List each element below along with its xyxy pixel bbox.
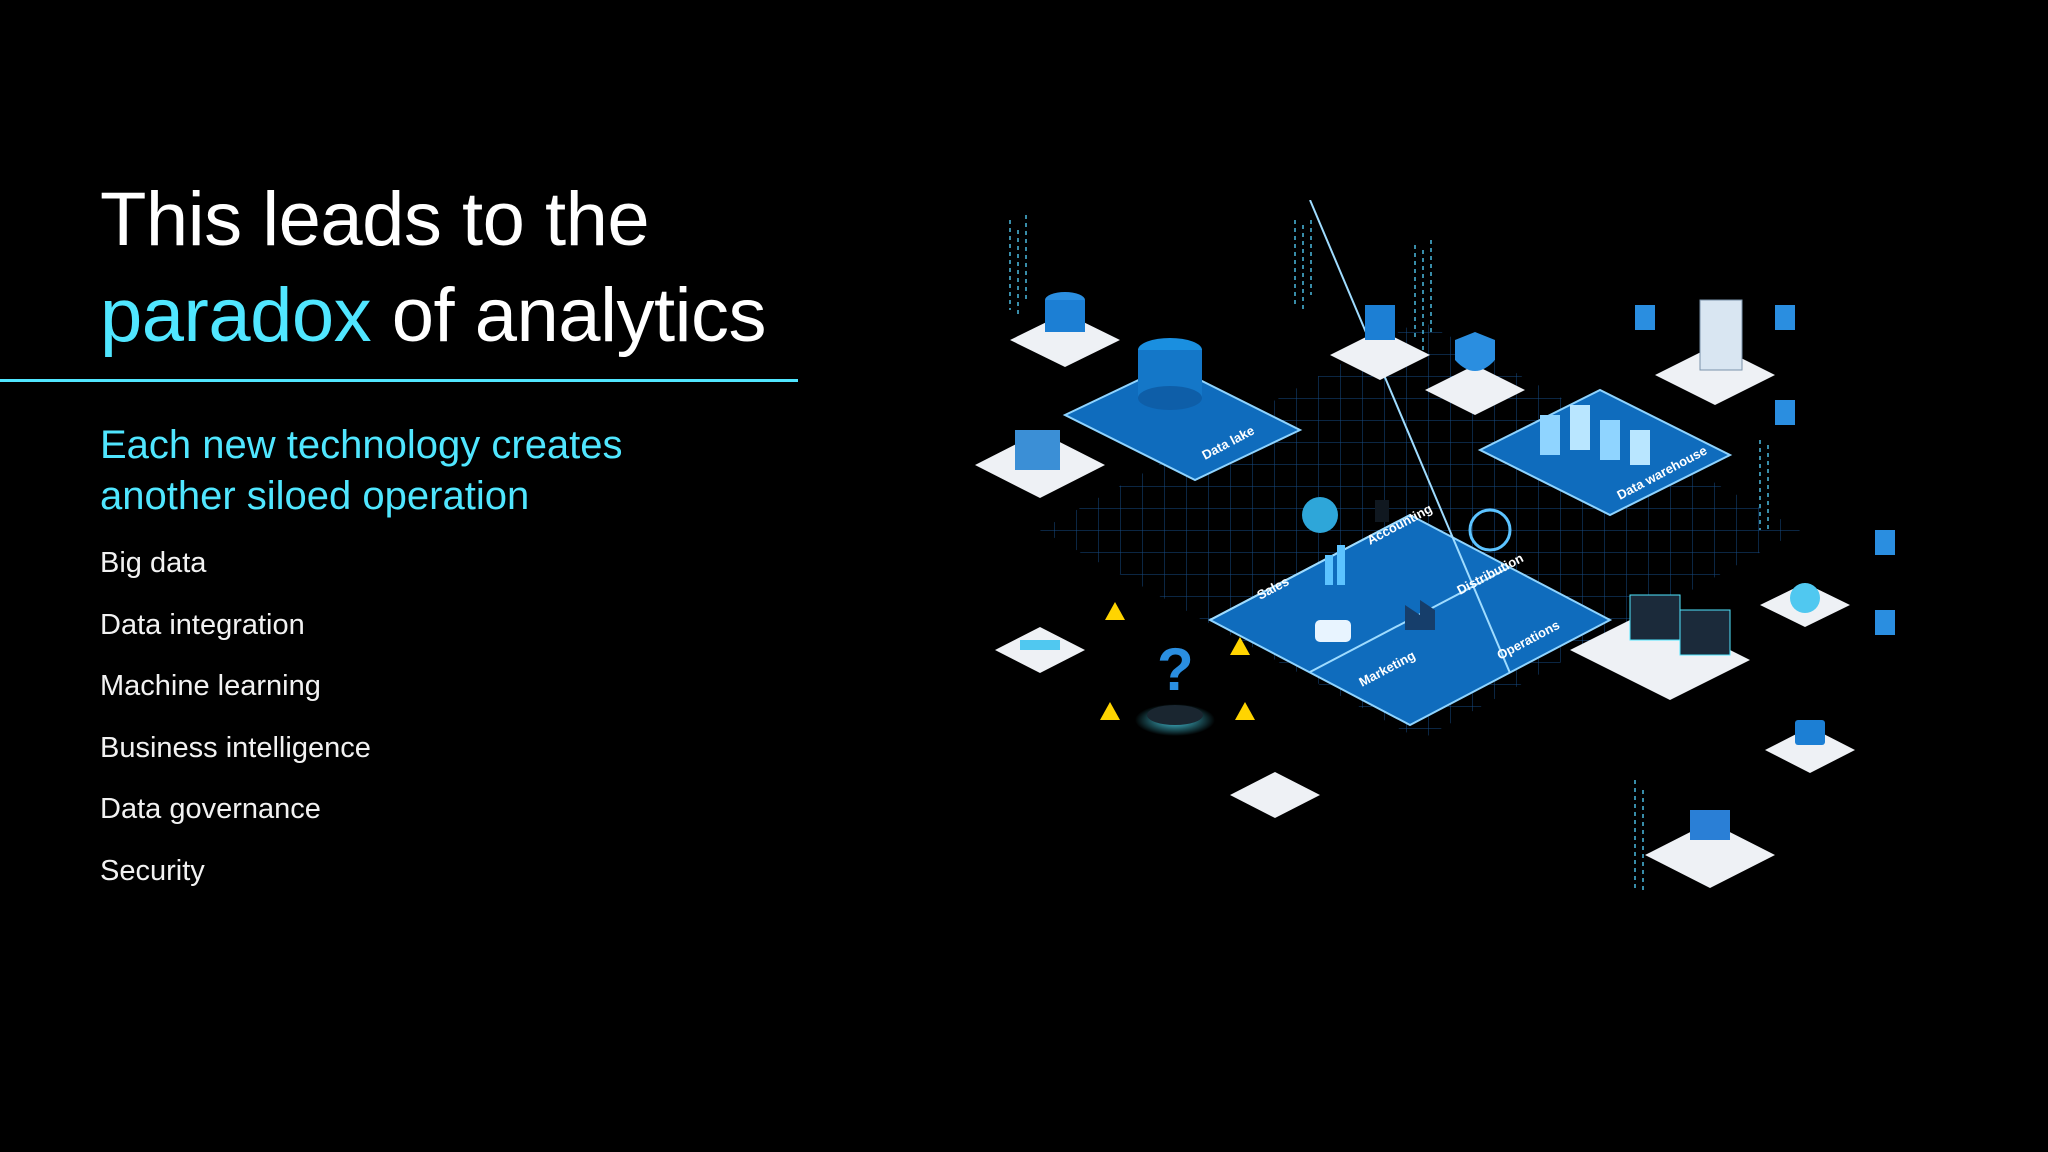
chart-tile	[1570, 594, 1750, 700]
blank-tile	[1230, 772, 1320, 818]
globe-icon	[1468, 508, 1512, 552]
list-item: Machine learning	[100, 670, 321, 703]
title-line-2-rest: of analytics	[371, 273, 767, 358]
warning-icons	[1100, 602, 1255, 720]
shield-icon	[1455, 332, 1495, 371]
shield-tile	[1425, 332, 1525, 415]
lock-icon	[1795, 720, 1825, 745]
laptop-tile	[995, 627, 1085, 673]
isometric-analytics-illustration: Sales Accounting Distribution Operations…	[975, 200, 1895, 890]
factory-icon	[1405, 600, 1435, 630]
question-mark-icon: ?	[1157, 636, 1194, 703]
bar-chart-icon	[1325, 555, 1333, 585]
big-data-tile	[975, 430, 1105, 498]
title-underline-divider	[0, 379, 798, 382]
warning-icon	[1230, 637, 1250, 655]
warning-icon	[1105, 602, 1125, 620]
warning-icon	[1235, 702, 1255, 720]
dollar-coin-icon	[1302, 497, 1338, 533]
gear-icon	[1790, 583, 1820, 613]
door-icon	[1375, 500, 1389, 522]
cube-stack-icon	[1015, 430, 1060, 470]
question-hub: ?	[1135, 636, 1215, 736]
departments-platform: Sales Accounting Distribution Operations…	[1207, 200, 1613, 727]
data-lake-platform: Data lake	[1062, 338, 1303, 482]
data-stream-columns	[1009, 215, 1769, 890]
server-rack-tile	[1655, 299, 1775, 405]
list-item: Data integration	[100, 608, 305, 641]
chip-icon	[1690, 810, 1730, 840]
server-tile	[1330, 305, 1430, 380]
list-item: Security	[100, 854, 205, 887]
laptop-icon	[1020, 640, 1060, 650]
dashboard-screen-icon	[1629, 594, 1681, 641]
title-accent-word: paradox	[100, 273, 372, 358]
list-item: Big data	[100, 547, 207, 579]
slide-title: This leads to the paradox of analytics	[100, 172, 766, 364]
warning-icon	[1100, 702, 1120, 720]
technology-list: Big data Data integration Machine learni…	[100, 545, 371, 915]
title-line-1: This leads to the	[100, 177, 650, 262]
glow-chip-tile	[1645, 810, 1775, 888]
lock-tile	[1765, 720, 1855, 773]
list-item: Data governance	[100, 793, 321, 826]
list-item: Business intelligence	[100, 731, 371, 764]
building-blocks-icon	[1365, 305, 1395, 340]
node-cylinders	[1635, 305, 1895, 635]
slide-subtitle: Each new technology creates another silo…	[100, 423, 623, 518]
stack-tile	[1010, 292, 1120, 367]
chat-bubble-icon	[1315, 620, 1351, 642]
server-rack-icon	[1699, 299, 1743, 371]
warehouse-block-icon	[1540, 415, 1560, 455]
gear-tile	[1760, 583, 1850, 627]
